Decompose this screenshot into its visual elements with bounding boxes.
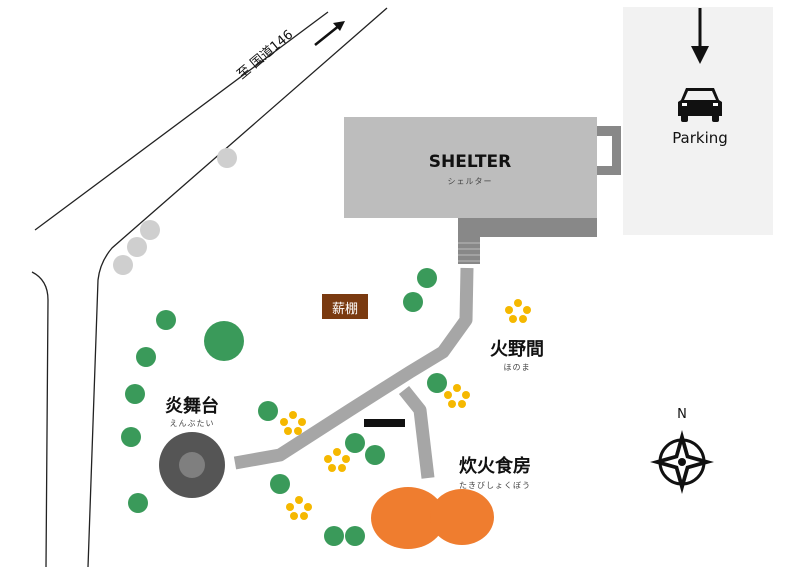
honoma-kana: ほのま (503, 363, 531, 372)
tree-icon (345, 526, 365, 546)
shelter-title: SHELTER (428, 152, 512, 172)
shelter-side-entrance (597, 126, 621, 175)
takibi-kana: たきびしょくぼう (459, 481, 531, 490)
shelter-kana: シェルター (447, 177, 493, 186)
flower-icon (505, 299, 531, 323)
kitchen-area[interactable] (371, 487, 494, 549)
tree-icon (403, 292, 423, 312)
tree-icon (204, 321, 244, 361)
tree-icon (365, 445, 385, 465)
honoma-title: 火野間 (490, 339, 544, 360)
car-icon (678, 88, 722, 122)
walking-path (233, 267, 474, 479)
tree-icon (270, 474, 290, 494)
enbutai-kana: えんぶたい (169, 419, 215, 428)
tree-icon (140, 220, 160, 240)
woodshed[interactable] (322, 294, 368, 319)
parking-label: Parking (672, 129, 728, 147)
tree-icon (128, 493, 148, 513)
tree-icon (217, 148, 237, 168)
flowers (280, 299, 531, 520)
tree-icon (156, 310, 176, 330)
tree-icon (121, 427, 141, 447)
compass-icon (650, 430, 714, 494)
tree-icon (127, 237, 147, 257)
tree-icon (136, 347, 156, 367)
shelter-deck (458, 218, 597, 237)
tree-icon (258, 401, 278, 421)
arrow-down-icon (691, 8, 709, 64)
tree-icon (427, 373, 447, 393)
stairs (458, 237, 480, 264)
tree-icon (113, 255, 133, 275)
flower-icon (324, 448, 350, 472)
flower-icon (280, 411, 306, 435)
flower-icon (286, 496, 312, 520)
tree-icon (324, 526, 344, 546)
tree-icon (125, 384, 145, 404)
tree-icon (345, 433, 365, 453)
compass-north-label: N (677, 407, 687, 422)
bench (364, 419, 405, 427)
tree-icon (417, 268, 437, 288)
enbutai-title: 炎舞台 (165, 396, 219, 417)
woodshed-label: 薪棚 (331, 302, 358, 317)
fire-stage[interactable] (159, 432, 225, 498)
arrow-up-right-icon (314, 21, 345, 46)
flower-icon (444, 384, 470, 408)
trees (113, 148, 447, 546)
shelter-building[interactable] (344, 117, 597, 218)
parking-area[interactable] (623, 7, 773, 235)
takibi-title: 炊火食房 (459, 456, 531, 477)
road-lines (31, 7, 388, 567)
